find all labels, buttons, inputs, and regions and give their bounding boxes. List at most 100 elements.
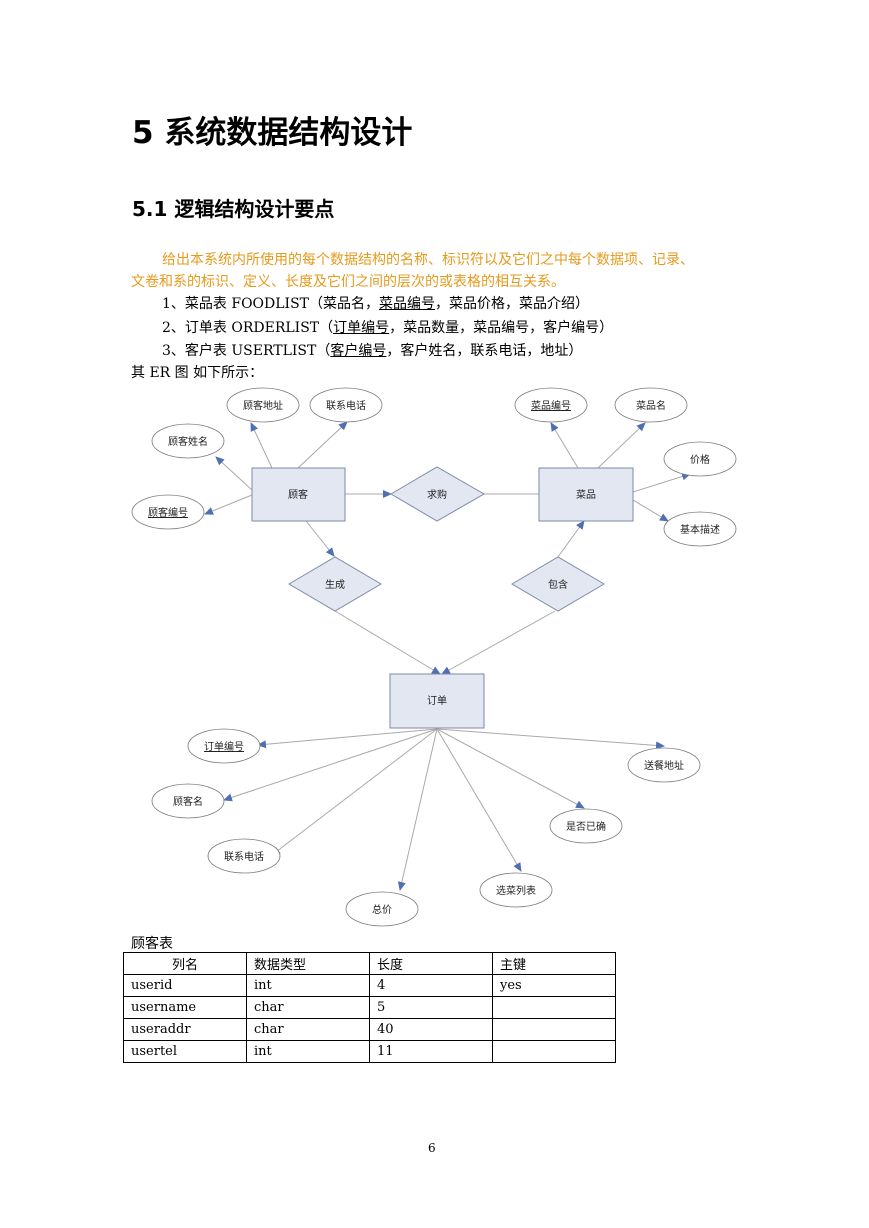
table-header-cell: 数据类型 [246,952,370,975]
primary-key: 菜品编号 [379,296,436,312]
table-header-cell: 列名 [123,952,247,975]
list-item-orderlist: 2、订单表 ORDERLIST（订单编号，菜品数量，菜品编号，客户编号） [162,318,613,338]
primary-key: 订单编号 [333,320,390,336]
attr-order-id: 订单编号 [187,728,261,764]
attr-order-customer-name-label: 顾客名 [173,795,203,808]
connector-order-phone [271,728,438,856]
attr-order-address: 送餐地址 [627,747,701,783]
table-cell: 40 [369,1018,493,1041]
attr-order-items: 选菜列表 [479,872,553,908]
relationship-generate: 生成 [288,556,382,612]
table-cell: userid [123,974,247,997]
attr-customer-id: 顾客编号 [131,494,205,530]
attr-order-phone: 联系电话 [207,838,281,874]
attr-customer-address-label: 顾客地址 [243,399,283,412]
connector-customer-generate [305,520,335,557]
item-suffix: ，菜品价格，菜品介绍） [435,296,590,312]
table-header-row: 列名 数据类型 长度 主键 [123,952,616,975]
attr-order-address-label: 送餐地址 [644,759,684,772]
connector-generate-order [334,610,441,675]
table-cell [492,996,616,1019]
section-heading: 5.1 逻辑结构设计要点 [132,197,335,221]
connector-dish-price [632,472,691,493]
attr-order-customer-name: 顾客名 [151,783,225,819]
connector-order-customer-name [223,728,438,802]
connector-customer-address [250,422,273,469]
connector-dish-name [597,422,646,469]
table-cell: username [123,996,247,1019]
relationship-generate-label: 生成 [325,578,345,591]
relationship-purchase-label: 求购 [427,488,447,501]
attr-order-id-label: 订单编号 [204,740,244,753]
connector-contain-dish [554,520,585,562]
attr-customer-name: 顾客姓名 [151,423,225,459]
table-header-cell: 长度 [369,952,493,975]
intro-line-1: 给出本系统内所使用的每个数据结构的名称、标识符以及它们之中每个数据项、记录、 [162,252,694,268]
attr-order-phone-label: 联系电话 [224,850,264,863]
entity-dish: 菜品 [538,467,634,522]
attr-customer-id-label: 顾客编号 [148,506,188,519]
entity-customer: 顾客 [251,467,346,522]
attr-dish-name: 菜品名 [614,387,688,423]
attr-customer-phone-label: 联系电话 [326,399,366,412]
attr-dish-desc-label: 基本描述 [680,523,720,536]
attr-order-items-label: 选菜列表 [496,884,536,897]
primary-key: 客户编号 [330,343,387,359]
connector-order-confirmed [436,728,585,809]
item-prefix: 3、客户表 USERTLIST（ [162,343,331,359]
table-cell: useraddr [123,1018,247,1041]
item-suffix: ，菜品数量，菜品编号，客户编号） [389,320,614,336]
table-cell [492,1018,616,1041]
table-cell: int [246,1040,370,1063]
entity-order: 订单 [389,673,485,729]
table-cell: int [246,974,370,997]
connector-customer-id [204,494,253,515]
relationship-purchase: 求购 [390,466,486,522]
er-diagram: 顾客 菜品 订单 求购 生成 包含 顾客地址 联系电话 顾客姓名 [131,387,737,927]
page-number: 6 [428,1141,436,1155]
connector-contain-order [441,610,556,675]
table-row: userid int 4 yes [123,974,616,997]
table-caption: 顾客表 [131,936,173,952]
attr-order-total: 总价 [345,891,419,927]
entity-dish-label: 菜品 [576,489,596,501]
table-cell [492,1040,616,1063]
attr-dish-name-label: 菜品名 [636,399,666,412]
table-cell: 4 [369,974,493,997]
item-prefix: 1、菜品表 FOODLIST（菜品名， [162,296,380,312]
connector-order-id [257,728,438,749]
table-cell: 11 [369,1040,493,1063]
attr-dish-desc: 基本描述 [663,511,737,547]
attr-order-confirmed: 是否已确 [549,808,623,844]
attr-customer-name-label: 顾客姓名 [168,435,208,448]
connector-dish-id [550,422,579,469]
attr-order-total-label: 总价 [372,903,392,916]
relationship-contain-label: 包含 [548,578,568,591]
item-suffix: ，客户姓名，联系电话，地址） [386,343,583,359]
entity-order-label: 订单 [427,695,447,707]
connector-customer-name [215,456,253,491]
table-cell: yes [492,974,616,997]
attr-dish-price: 价格 [663,441,737,477]
table-header-cell: 主键 [492,952,616,975]
connector-customer-phone [297,421,348,469]
attr-dish-price-label: 价格 [690,453,710,466]
table-cell: char [246,996,370,1019]
attr-dish-id: 菜品编号 [514,387,588,423]
er-caption: 其 ER 图 如下所示： [131,365,264,381]
table-row: usertel int 11 [123,1040,616,1063]
table-row: useraddr char 40 [123,1018,616,1041]
table-cell: 5 [369,996,493,1019]
connector-order-items [436,728,522,872]
table-cell: usertel [123,1040,247,1063]
page-title: 5 系统数据结构设计 [132,115,413,151]
item-prefix: 2、订单表 ORDERLIST（ [162,320,334,336]
connector-dish-desc [632,499,669,522]
table-row: username char 5 [123,996,616,1019]
entity-customer-label: 顾客 [288,488,308,501]
attr-order-confirmed-label: 是否已确 [566,820,606,833]
connector-order-address [436,728,665,750]
list-item-foodlist: 1、菜品表 FOODLIST（菜品名，菜品编号，菜品价格，菜品介绍） [162,294,589,314]
intro-line-2: 文卷和系的标识、定义、长度及它们之间的层次的或表格的相互关系。 [131,274,565,290]
relationship-contain: 包含 [511,556,605,612]
